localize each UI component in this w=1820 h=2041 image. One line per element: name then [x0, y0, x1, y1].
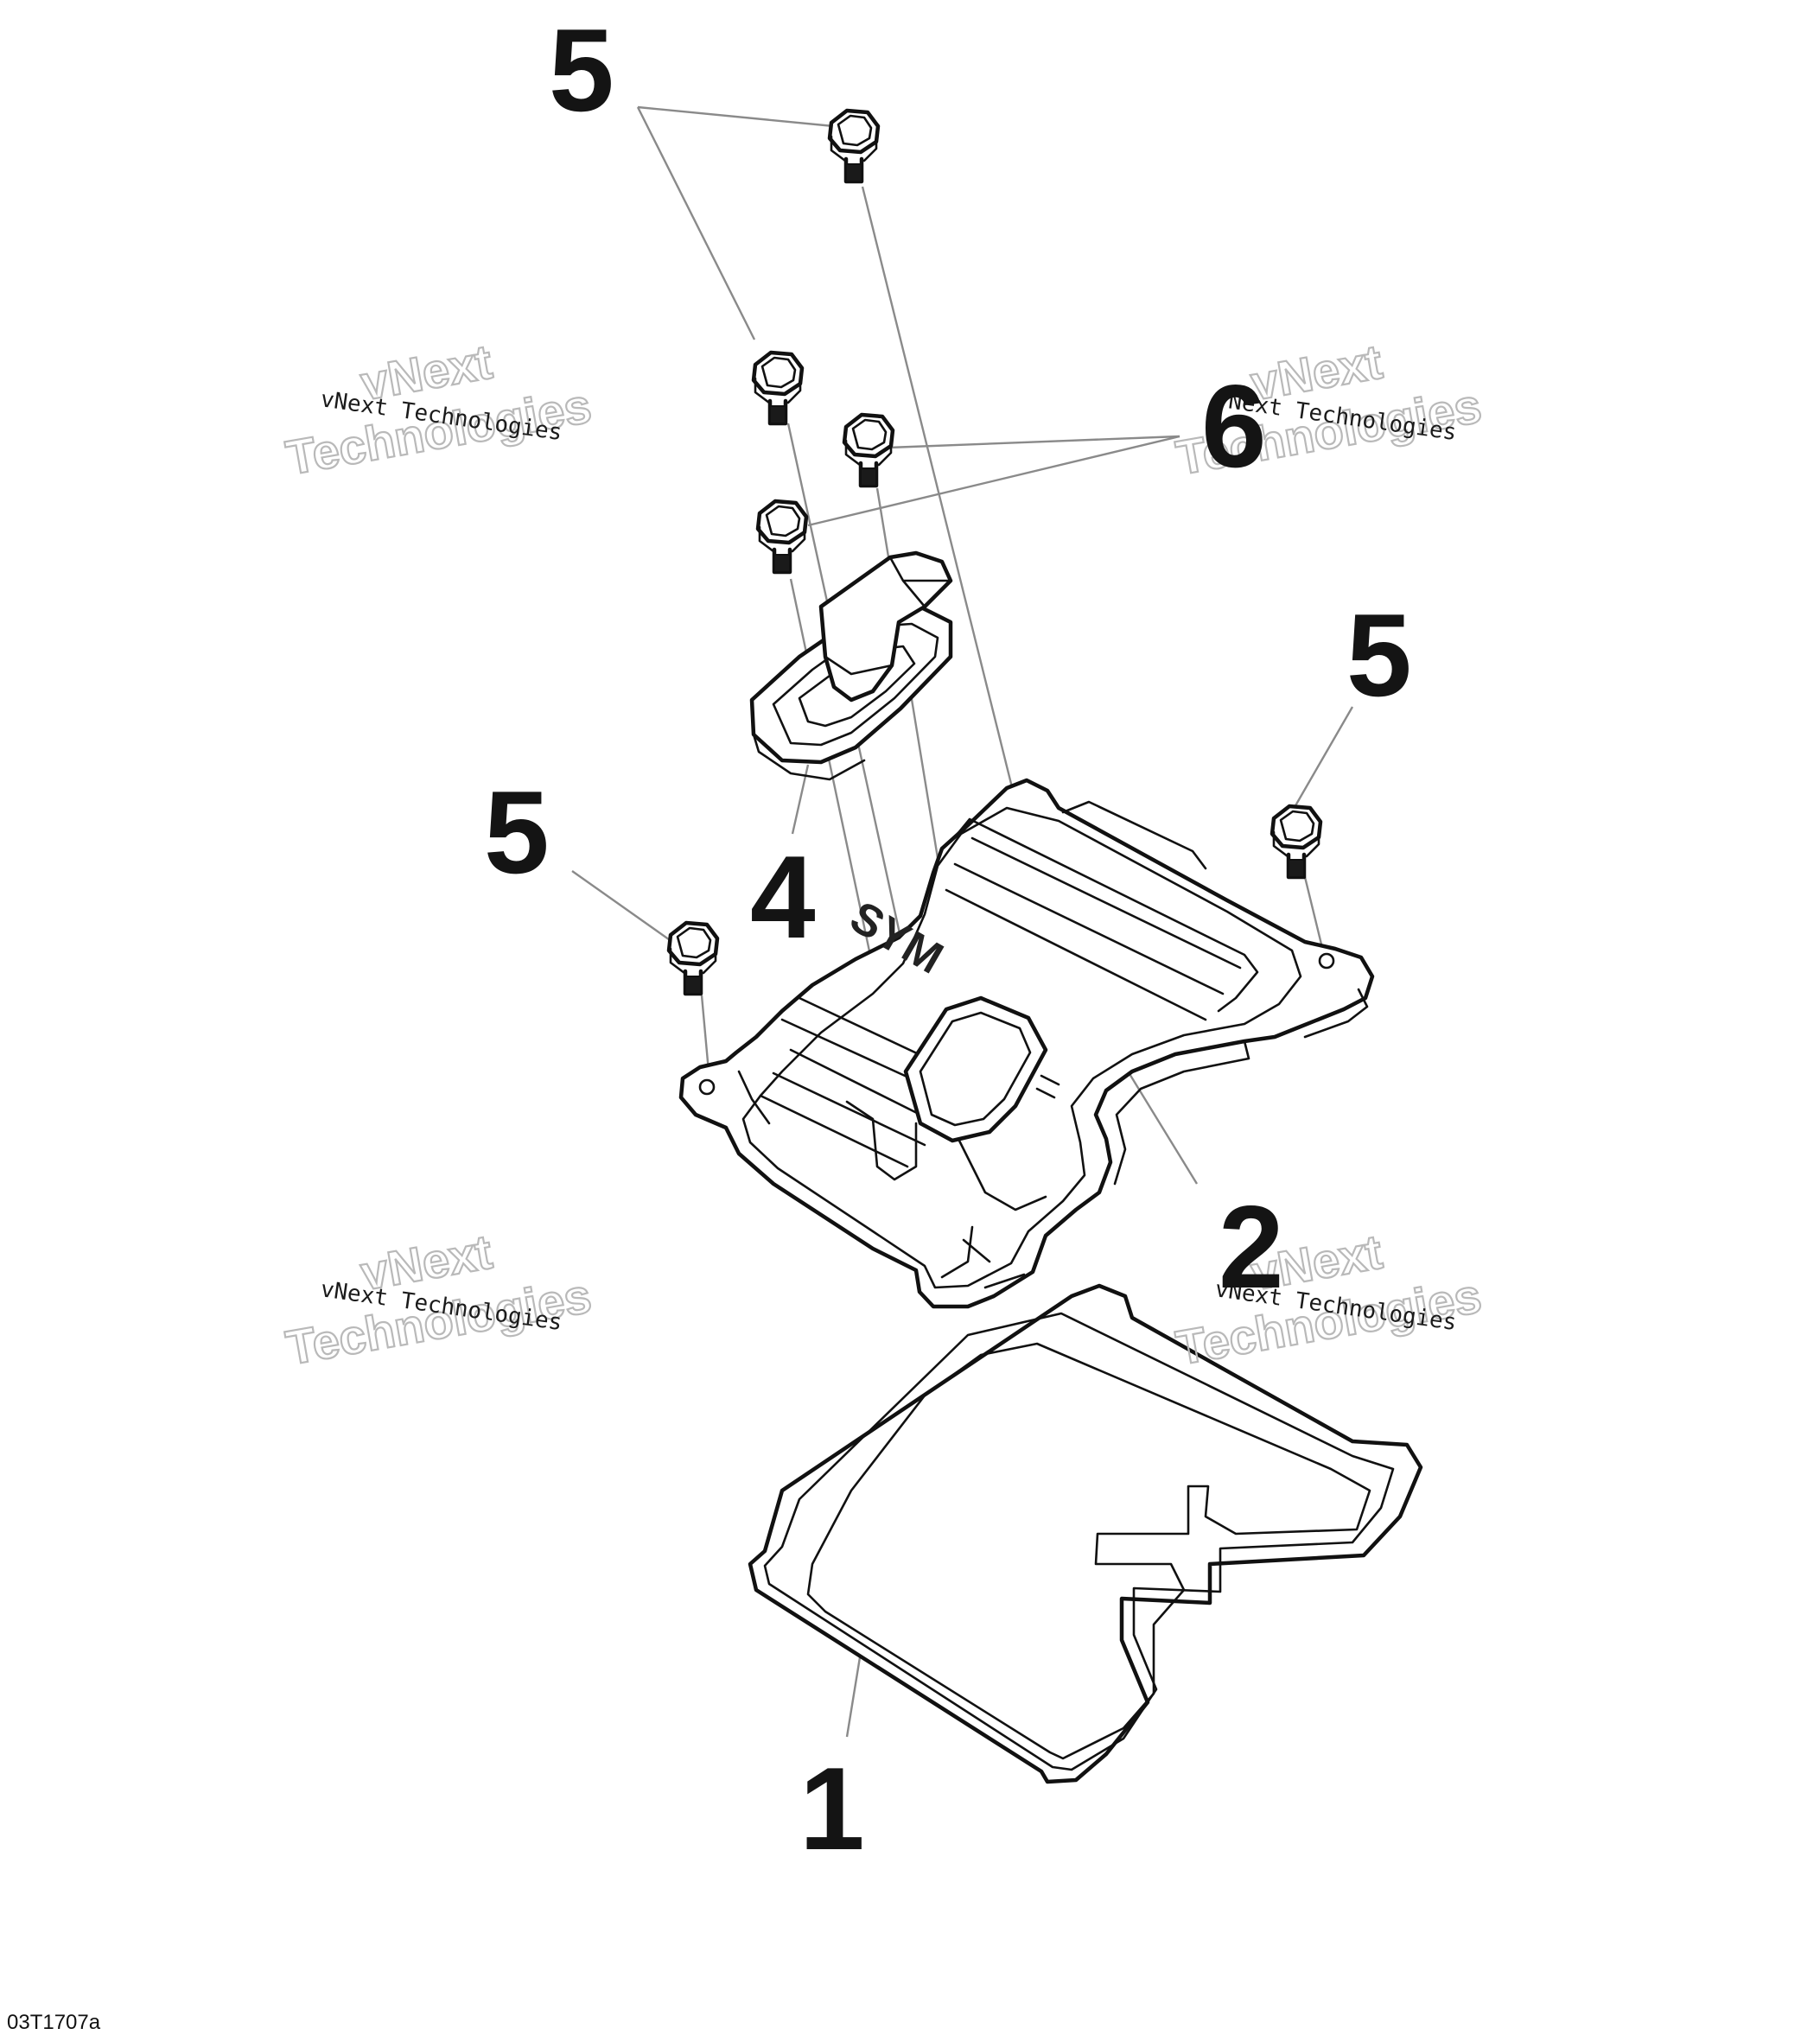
- valve-cover-part-2: SYM: [678, 778, 1375, 1309]
- callout-numbers: 5 6 5 5 4 2 1: [484, 4, 1412, 1874]
- bolt-middle: [844, 415, 893, 486]
- callout-1: 1: [799, 1743, 865, 1874]
- bolt-upper-left: [754, 353, 802, 423]
- leader-5-right: [1286, 706, 1354, 820]
- callout-5-top: 5: [549, 4, 614, 136]
- leader-5-top-b: [636, 106, 756, 340]
- leader-bolt-top-to-cover: [861, 186, 1015, 792]
- diagram-code: 03T1707a: [7, 2011, 101, 2034]
- callout-5-left: 5: [484, 766, 550, 898]
- leader-1: [845, 1656, 862, 1738]
- leader-bolt-left-to-cover: [700, 995, 710, 1072]
- callout-5-right: 5: [1346, 589, 1412, 721]
- gasket-part-1: [748, 1283, 1423, 1784]
- callout-4: 4: [750, 831, 816, 963]
- breather-cap-part-4: [749, 550, 953, 781]
- callout-6: 6: [1201, 360, 1267, 492]
- leader-5-left: [571, 870, 673, 943]
- bolt-top: [830, 111, 878, 181]
- leader-bolt-right-to-cover: [1303, 876, 1326, 956]
- leader-6-a: [888, 435, 1180, 449]
- bolt-lower-left: [758, 501, 806, 572]
- callout-2: 2: [1219, 1181, 1284, 1313]
- bolt-left: [669, 923, 717, 994]
- bolt-right: [1272, 806, 1320, 877]
- leader-5-top-a: [637, 105, 843, 129]
- leader-6-b: [807, 435, 1180, 527]
